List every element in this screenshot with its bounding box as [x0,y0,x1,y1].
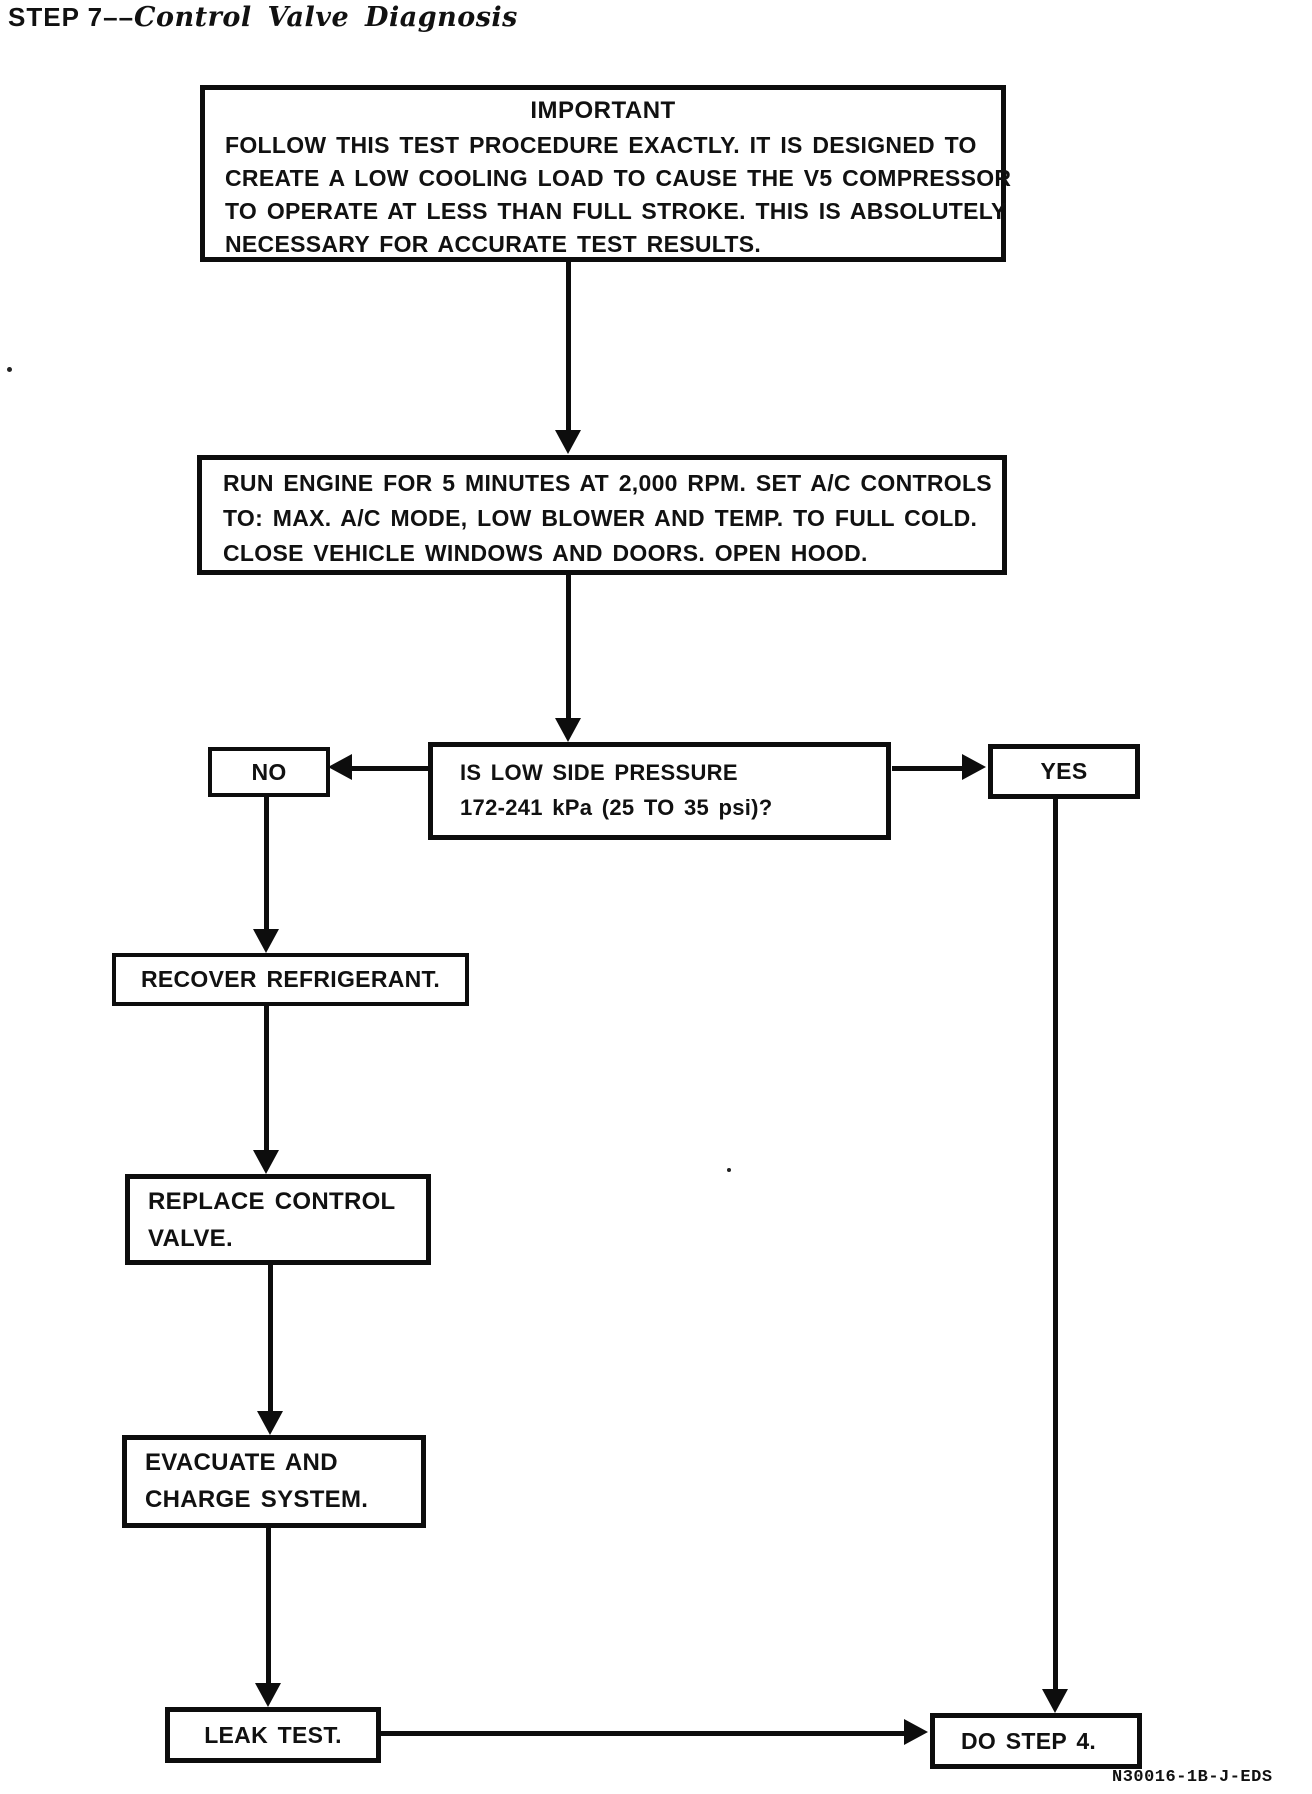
decision-line: IS LOW SIDE PRESSURE [460,760,738,785]
leak-test-box: LEAK TEST. [165,1707,381,1763]
replace-line: REPLACE CONTROL [148,1188,396,1215]
leak-test-label: LEAK TEST. [204,1721,342,1748]
important-heading: IMPORTANT [530,97,676,124]
run-engine-line: CLOSE VEHICLE WINDOWS AND DOORS. OPEN HO… [223,540,868,566]
replace-line: VALVE. [148,1225,233,1252]
no-label: NO [251,758,287,785]
run-engine-box: RUN ENGINE FOR 5 MINUTES AT 2,000 RPM. S… [197,455,1007,575]
evacuate-line: CHARGE SYSTEM. [145,1486,369,1513]
important-note-box: IMPORTANT FOLLOW THIS TEST PROCEDURE EXA… [200,85,1012,262]
page-title: STEP 7––Control Valve Diagnosis [8,2,518,33]
yes-label: YES [1040,758,1088,784]
do-step-4-box: DO STEP 4. [930,1713,1142,1769]
recover-refrigerant-label: RECOVER REFRIGERANT. [140,966,441,992]
page-title-step: STEP 7–– [8,2,135,32]
connector-replace-to-evacuate [268,1265,273,1413]
arrowhead-down-icon [255,1683,281,1707]
connector-decision-to-yes [892,766,964,771]
scan-artifact-dot [7,367,12,372]
arrowhead-down-icon [555,430,581,454]
connector-important-to-run [566,262,571,432]
connector-run-to-decision [566,575,571,720]
scan-artifact-dot [727,1168,731,1172]
arrowhead-down-icon [1042,1689,1068,1713]
important-line: FOLLOW THIS TEST PROCEDURE EXACTLY. IT I… [225,132,977,158]
arrowhead-down-icon [253,1150,279,1174]
connector-yes-to-dostep [1053,799,1058,1691]
arrowhead-left-icon [328,754,352,780]
run-engine-line: TO: MAX. A/C MODE, LOW BLOWER AND TEMP. … [223,505,978,531]
arrowhead-down-icon [257,1411,283,1435]
connector-evacuate-to-leak [266,1528,271,1685]
evacuate-line: EVACUATE AND [145,1449,338,1476]
replace-control-valve-box: REPLACE CONTROL VALVE. [125,1174,431,1265]
do-step-4-label: DO STEP 4. [961,1727,1097,1754]
page-title-subject: Control Valve Diagnosis [134,2,518,33]
no-branch-box: NO [208,747,330,797]
run-engine-line: RUN ENGINE FOR 5 MINUTES AT 2,000 RPM. S… [223,470,992,496]
evacuate-charge-box: EVACUATE AND CHARGE SYSTEM. [122,1435,426,1528]
connector-recover-to-replace [264,1006,269,1152]
connector-decision-to-no [352,766,430,771]
connector-leak-to-dostep [381,1731,906,1736]
important-line: TO OPERATE AT LESS THAN FULL STROKE. THI… [225,198,1007,224]
figure-code: N30016-1B-J-EDS [1112,1768,1273,1787]
important-line: CREATE A LOW COOLING LOAD TO CAUSE THE V… [225,165,1012,191]
yes-branch-box: YES [988,744,1140,799]
recover-refrigerant-box: RECOVER REFRIGERANT. [112,953,469,1006]
low-side-pressure-decision-box: IS LOW SIDE PRESSURE 172-241 kPa (25 TO … [428,742,891,840]
arrowhead-down-icon [555,718,581,742]
decision-line: 172-241 kPa (25 TO 35 psi)? [460,795,773,820]
arrowhead-down-icon [253,929,279,953]
important-line: NECESSARY FOR ACCURATE TEST RESULTS. [225,231,762,257]
connector-no-to-recover [264,797,269,931]
arrowhead-right-icon [904,1719,928,1745]
arrowhead-right-icon [962,754,986,780]
